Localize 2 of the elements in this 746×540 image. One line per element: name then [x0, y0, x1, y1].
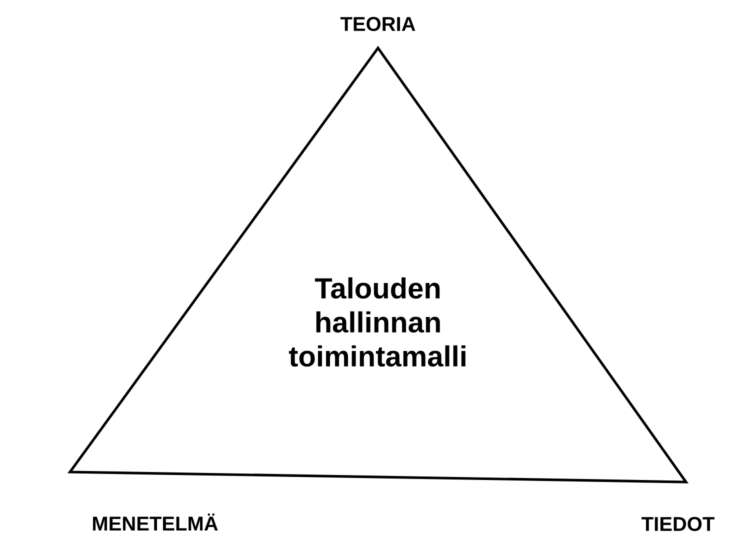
corner-label: MENETELMÄ: [93, 513, 218, 531]
corner-label: TIEDOT: [642, 516, 714, 532]
